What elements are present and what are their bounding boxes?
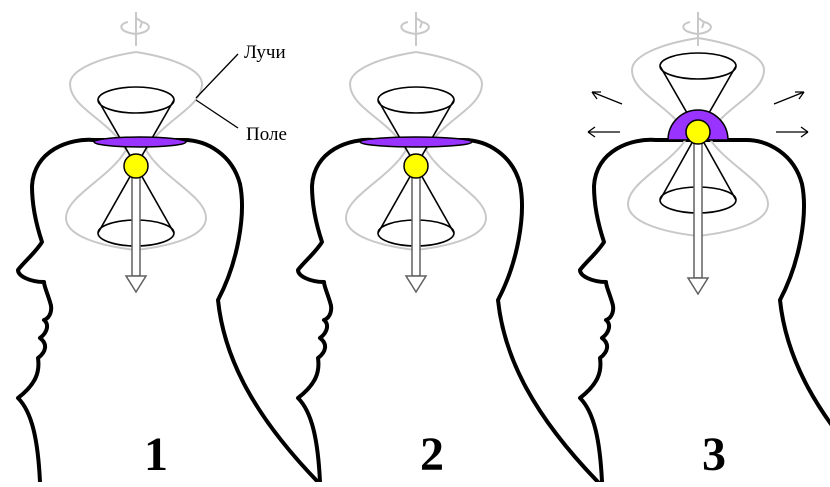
center-point bbox=[686, 120, 710, 144]
rotation-arrow-icon bbox=[683, 12, 711, 46]
spine-arrow-icon bbox=[406, 166, 426, 292]
field-label: Поле bbox=[246, 124, 287, 145]
panel-number: 1 bbox=[144, 428, 168, 481]
rotation-arrow-icon bbox=[401, 12, 429, 46]
panel-number: 3 bbox=[702, 428, 726, 481]
panel-1: Лучи Поле 1 bbox=[18, 12, 318, 482]
rays-label: Лучи bbox=[244, 42, 286, 63]
arrow-icon bbox=[592, 92, 622, 104]
arrow-icon bbox=[776, 127, 808, 137]
arrow-icon bbox=[588, 127, 620, 137]
center-point bbox=[404, 154, 428, 178]
head-silhouette bbox=[18, 140, 318, 482]
rotation-arrow-icon bbox=[121, 12, 149, 46]
rays-leader-line bbox=[196, 54, 238, 98]
panel-3: 3 bbox=[580, 12, 830, 482]
center-point bbox=[124, 154, 148, 178]
panel-2: 2 bbox=[298, 12, 598, 482]
panel-number: 2 bbox=[420, 428, 444, 481]
field-disc bbox=[94, 137, 186, 147]
field-disc bbox=[360, 137, 472, 147]
spine-arrow-icon bbox=[126, 166, 146, 292]
head-silhouette bbox=[298, 140, 598, 482]
arrow-icon bbox=[774, 92, 804, 104]
field-leader-line bbox=[196, 100, 238, 128]
